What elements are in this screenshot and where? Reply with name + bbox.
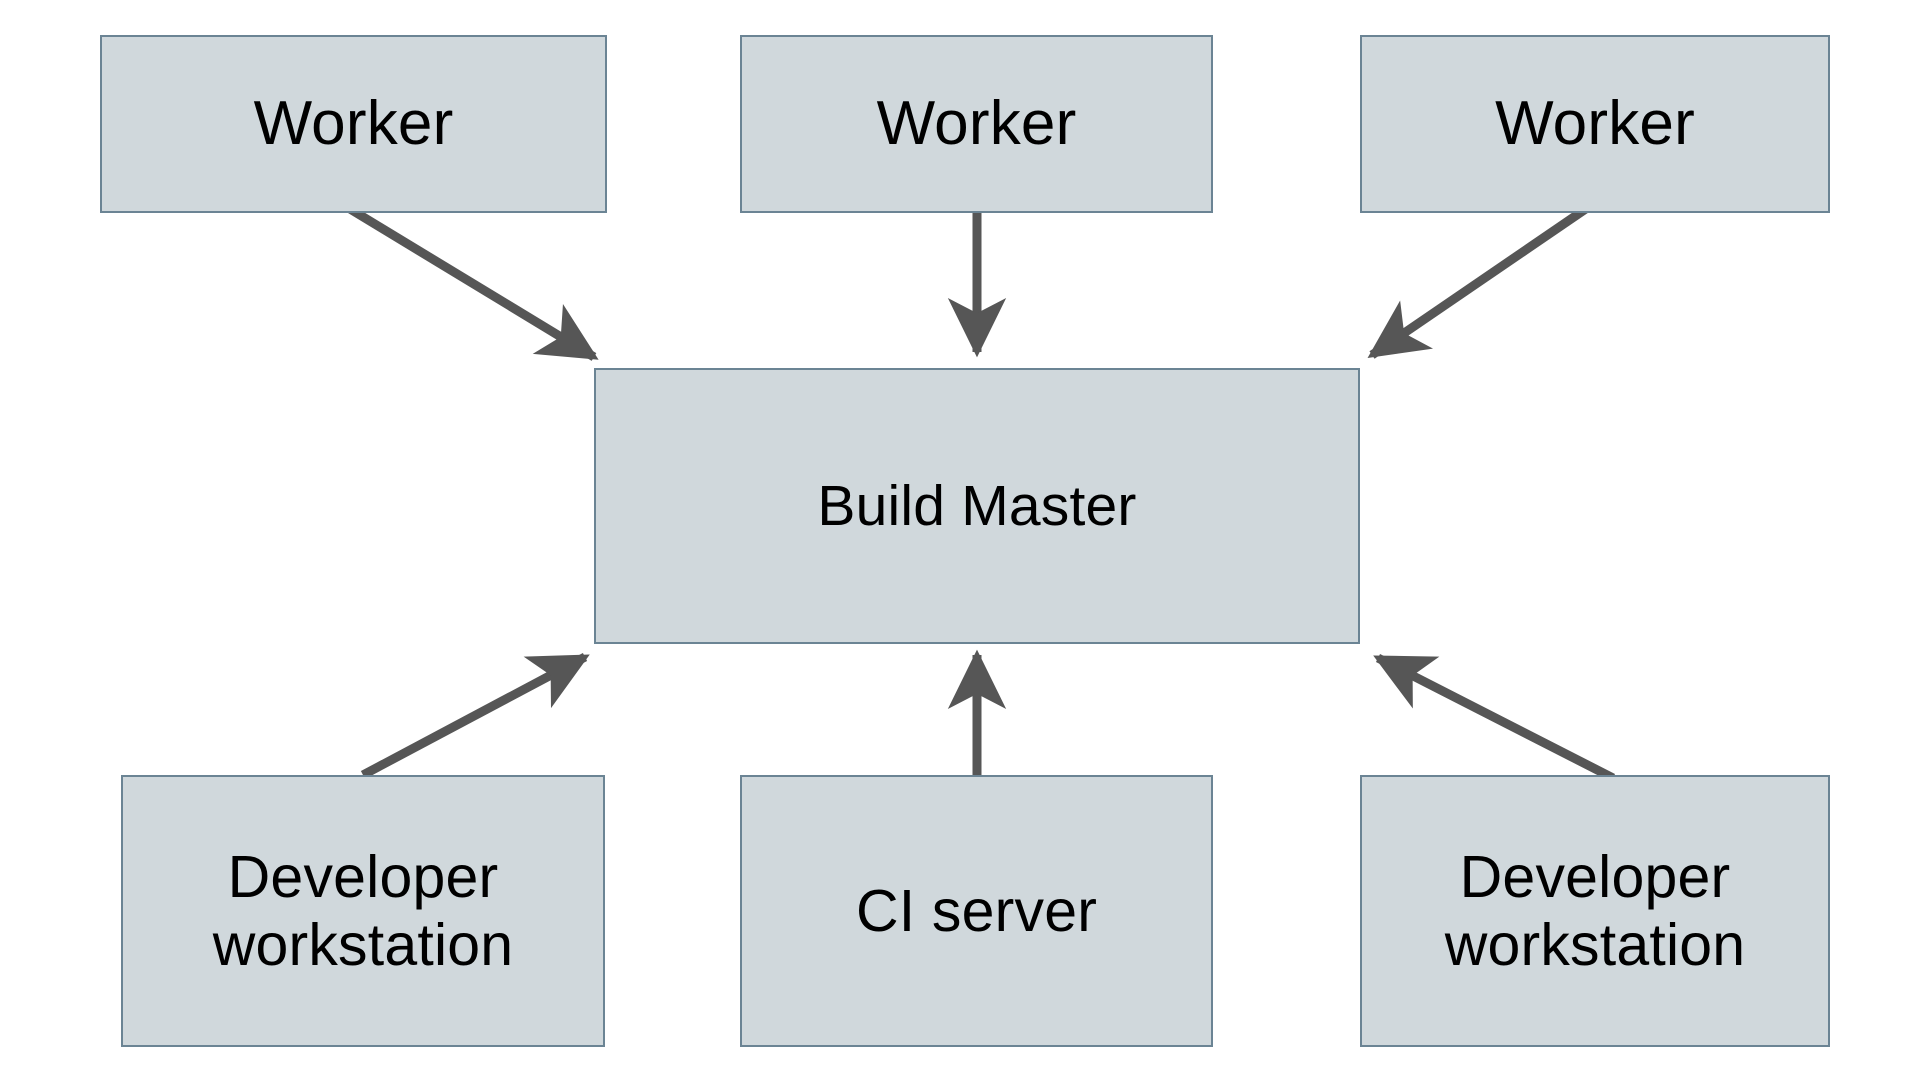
node-developer-workstation-right-label: Developer workstation <box>1444 843 1746 978</box>
node-build-master-label: Build Master <box>817 473 1137 538</box>
node-worker-left-label: Worker <box>253 89 454 159</box>
node-worker-right[interactable]: Worker <box>1360 35 1830 213</box>
node-developer-workstation-left[interactable]: Developer workstation <box>121 775 605 1047</box>
node-ci-server[interactable]: CI server <box>740 775 1213 1047</box>
node-build-master[interactable]: Build Master <box>594 368 1360 644</box>
node-worker-center[interactable]: Worker <box>740 35 1213 213</box>
node-developer-workstation-left-label: Developer workstation <box>212 843 514 978</box>
node-worker-right-label: Worker <box>1495 89 1695 159</box>
node-worker-left[interactable]: Worker <box>100 35 607 213</box>
node-ci-server-label: CI server <box>855 877 1098 944</box>
node-developer-workstation-right[interactable]: Developer workstation <box>1360 775 1830 1047</box>
edge-dev-left-to-master <box>360 653 590 779</box>
edge-dev-right-to-master <box>1373 653 1616 783</box>
node-worker-center-label: Worker <box>876 89 1077 159</box>
